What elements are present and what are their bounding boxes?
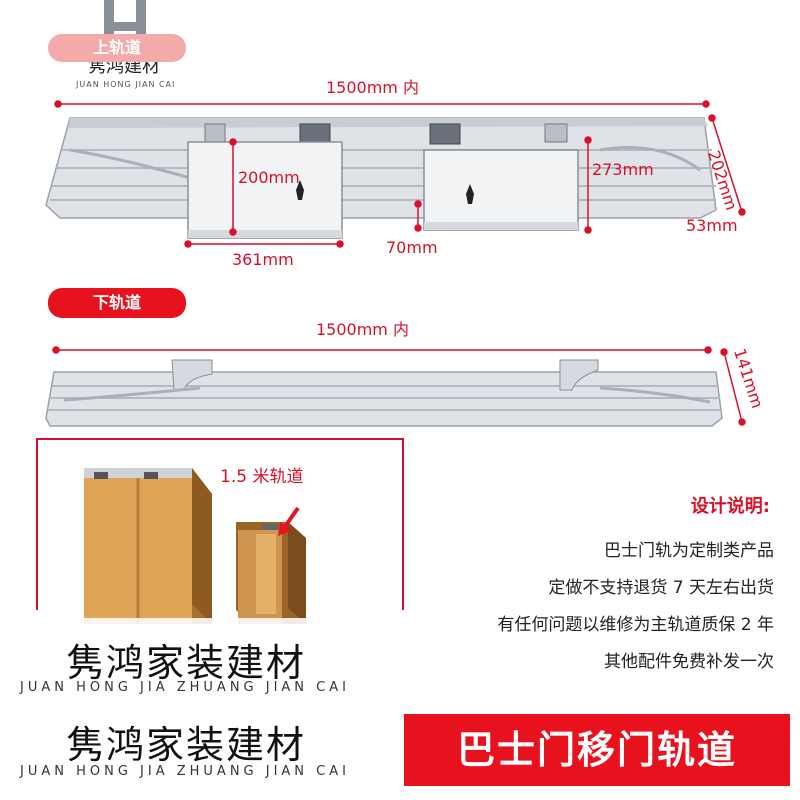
lower-rail — [45, 359, 723, 427]
plate-height-label: 200mm — [238, 168, 300, 187]
h-logo-icon — [104, 0, 146, 52]
left-hanger-plate — [187, 141, 343, 239]
plate-width-label: 361mm — [232, 250, 294, 269]
design-note-line-4: 其他配件免费补发一次 — [604, 652, 774, 672]
design-note-line-1: 巴士门轨为定制类产品 — [604, 541, 774, 561]
design-note-line-2: 定做不支持退货 7 天左右出货 — [548, 578, 774, 598]
design-notes-title: 设计说明: — [690, 496, 770, 517]
right-hanger-plate — [423, 149, 579, 231]
watermark-cn-2: 隽鸿家装建材 — [66, 723, 307, 767]
lower-width-label: 1500mm 内 — [316, 320, 409, 339]
door-small-illustration — [236, 522, 306, 624]
gap-label: 70mm — [386, 238, 438, 257]
lower-track-diagram — [45, 346, 746, 427]
watermark-block-2: 隽鸿家装建材 JUAN HONG JIA ZHUANG JIAN CAI — [0, 704, 404, 800]
door-example-panel: 1.5 米轨道 — [36, 438, 404, 624]
design-note-line-3: 有任何问题以维修为主轨道质保 2 年 — [497, 615, 774, 635]
upper-track-diagram — [45, 100, 746, 248]
watermark-block-1: 隽鸿家装建材 JUAN HONG JIA ZHUANG JIAN CAI — [0, 618, 404, 704]
product-title-banner: 巴士门移门轨道 — [404, 714, 790, 786]
offset-label: 273mm — [592, 160, 654, 179]
rail-depth-label: 53mm — [686, 216, 738, 235]
lower-track-label: 下轨道 — [48, 288, 186, 318]
upper-width-label: 1500mm 内 — [326, 78, 419, 97]
arrow-indicator-icon — [278, 506, 300, 536]
logo-text-en: JUAN HONG JIAN CAI — [76, 80, 176, 89]
watermark-cn-1: 隽鸿家装建材 — [66, 641, 307, 685]
watermark-en-2: JUAN HONG JIA ZHUANG JIAN CAI — [20, 764, 350, 779]
upper-width-dimension-line — [54, 100, 710, 108]
door-wardrobe-illustration — [84, 468, 212, 624]
door-example-label: 1.5 米轨道 — [220, 467, 304, 487]
watermark-en-1: JUAN HONG JIA ZHUANG JIAN CAI — [20, 680, 350, 695]
upper-track-label: 上轨道 — [48, 34, 186, 62]
